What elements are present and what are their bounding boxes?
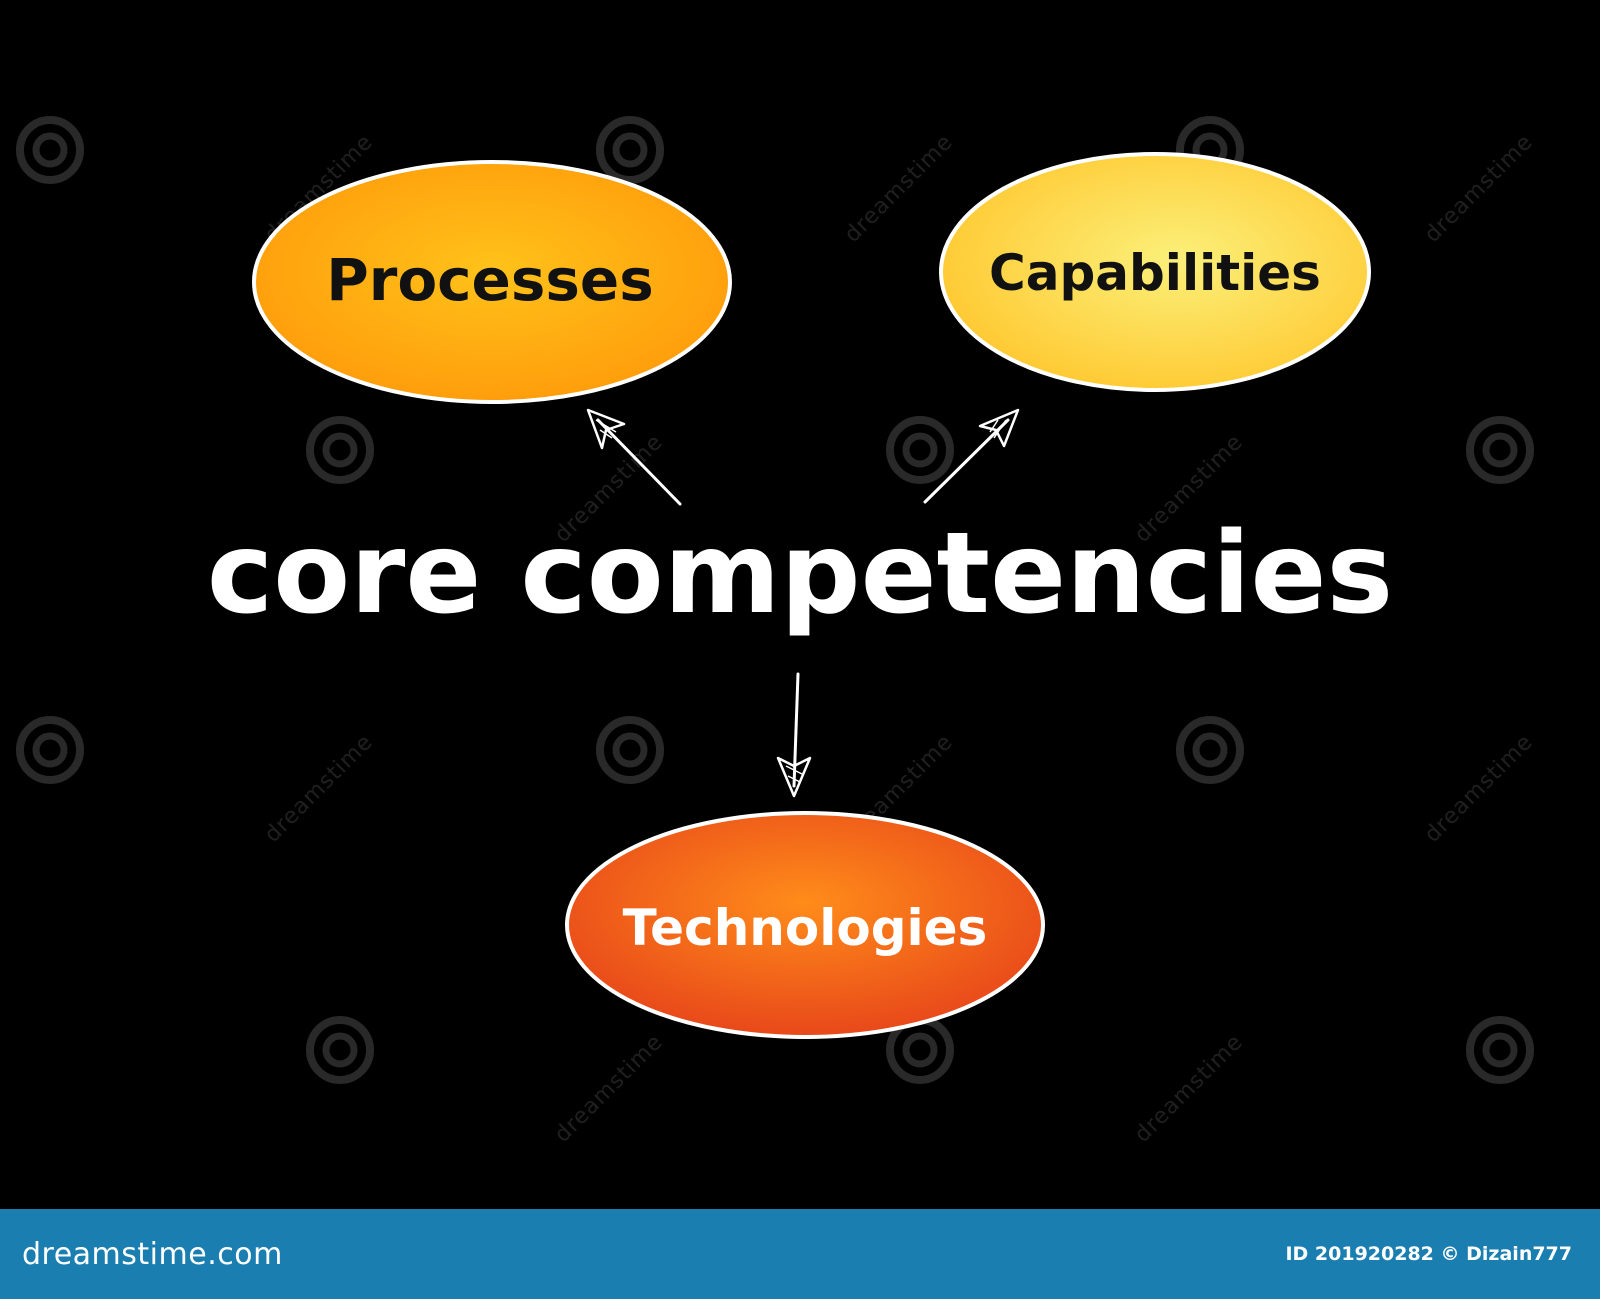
node-processes-label: Processes: [326, 246, 654, 314]
arrow-to-processes: [586, 408, 682, 506]
spiral-icon: [596, 716, 664, 784]
spiral-icon: [16, 716, 84, 784]
node-technologies-label: Technologies: [623, 899, 988, 957]
node-processes-bubble: [252, 160, 732, 404]
spiral-icon: [596, 116, 664, 184]
arrow-to-technologies: [776, 672, 812, 798]
spiral-icon: [306, 1016, 374, 1084]
center-topic: core competencies: [207, 509, 1393, 639]
node-capabilities-bubble: [939, 152, 1371, 392]
spiral-icon: [1466, 1016, 1534, 1084]
spiral-icon: [1466, 416, 1534, 484]
spiral-icon: [1176, 716, 1244, 784]
mind-map: Processes Capabilities Technologies core…: [207, 152, 1393, 1039]
spiral-icon: [306, 416, 374, 484]
footer-site-link[interactable]: dreamstime.com: [22, 1236, 283, 1272]
footer-credit: ID 201920282 © Dizain777: [1285, 1243, 1572, 1265]
footer-bar: dreamstime.com ID 201920282 © Dizain777: [0, 1209, 1600, 1299]
node-technologies: Technologies: [565, 811, 1045, 1039]
arrow-to-capabilities: [923, 408, 1020, 504]
spiral-icon: [886, 416, 954, 484]
spiral-icon: [16, 116, 84, 184]
node-capabilities: Capabilities: [939, 152, 1371, 392]
node-capabilities-label: Capabilities: [989, 244, 1321, 302]
node-technologies-bubble: [565, 811, 1045, 1039]
node-processes: Processes: [252, 160, 732, 404]
